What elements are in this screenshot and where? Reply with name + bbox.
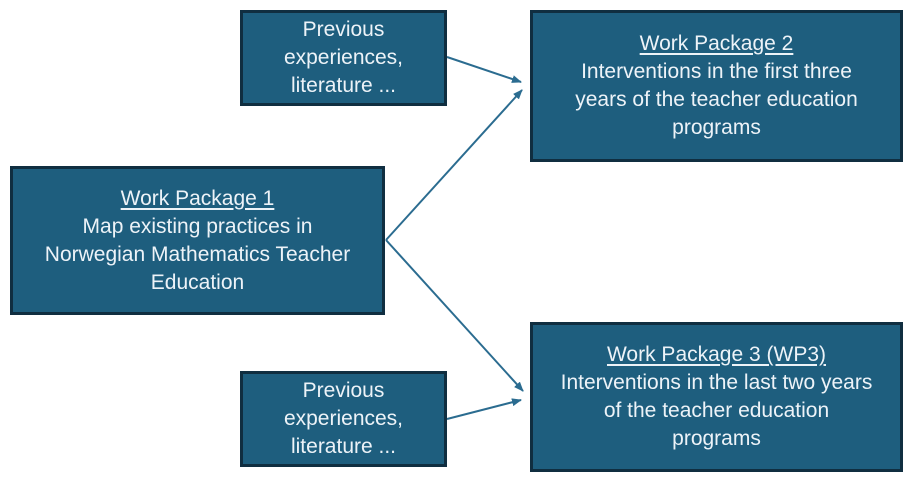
box-body: Interventions in the last two years of t… <box>560 371 873 450</box>
box-body: Previous experiences, literature ... <box>283 18 404 97</box>
box-previous-experiences-bottom: Previous experiences, literature ... <box>240 371 447 467</box>
box-body: Map existing practices in Norwegian Math… <box>44 214 351 294</box>
arrow-wp1-to-wp2 <box>385 89 523 241</box>
arrow-wp1-to-wp3 <box>385 239 524 392</box>
box-work-package-2: Work Package 2 Interventions in the firs… <box>530 10 903 162</box>
box-previous-experiences-top: Previous experiences, literature ... <box>240 10 447 106</box>
arrow-previous-top-to-wp2 <box>446 56 522 83</box>
box-body: Previous experiences, literature ... <box>283 379 404 458</box>
box-title: Work Package 1 <box>120 186 275 210</box>
box-work-package-3: Work Package 3 (WP3) Interventions in th… <box>530 322 903 472</box>
box-title: Work Package 3 (WP3) <box>606 343 826 366</box>
box-work-package-1: Work Package 1 Map existing practices in… <box>10 166 385 315</box>
box-body: Interventions in the first three years o… <box>575 60 858 139</box>
box-title: Work Package 2 <box>639 32 794 55</box>
arrow-previous-bottom-to-wp3 <box>446 398 522 420</box>
